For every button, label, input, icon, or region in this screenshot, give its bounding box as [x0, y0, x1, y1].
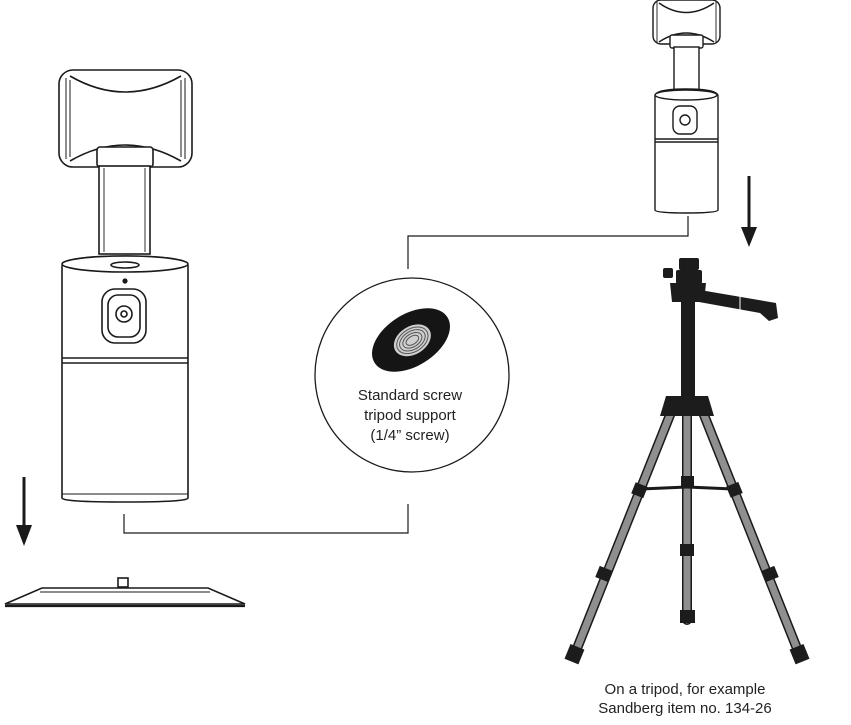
- caption-line: On a tripod, for example: [604, 681, 766, 698]
- connector-line-left: [123, 504, 409, 534]
- caption-line: tripod support: [364, 407, 456, 424]
- device-body: [61, 255, 189, 503]
- down-arrow-icon: [16, 477, 32, 546]
- power-button: [101, 288, 147, 344]
- tripod-head: [660, 258, 778, 416]
- screw-insert-icon: [372, 308, 450, 372]
- phone-holder-device: [58, 69, 193, 503]
- tripod-support-caption: Standard screw tripod support (1/4” scre…: [316, 386, 504, 446]
- connector-line-right: [407, 216, 689, 269]
- caption-line: (1/4” screw): [370, 427, 450, 444]
- phone-holder-device-small: [652, 0, 721, 214]
- tripod-example-caption: On a tripod, for example Sandberg item n…: [560, 680, 810, 718]
- detail-callout-circle: [314, 277, 510, 473]
- base-plate: [4, 577, 246, 608]
- down-arrow-icon: [741, 176, 757, 247]
- tripod: [564, 258, 810, 665]
- caption-line: Sandberg item no. 134-26: [598, 700, 772, 717]
- caption-line: Standard screw: [357, 387, 463, 404]
- tripod-legs: [564, 405, 810, 665]
- phone-clamp: [58, 69, 193, 168]
- device-neck: [98, 165, 151, 255]
